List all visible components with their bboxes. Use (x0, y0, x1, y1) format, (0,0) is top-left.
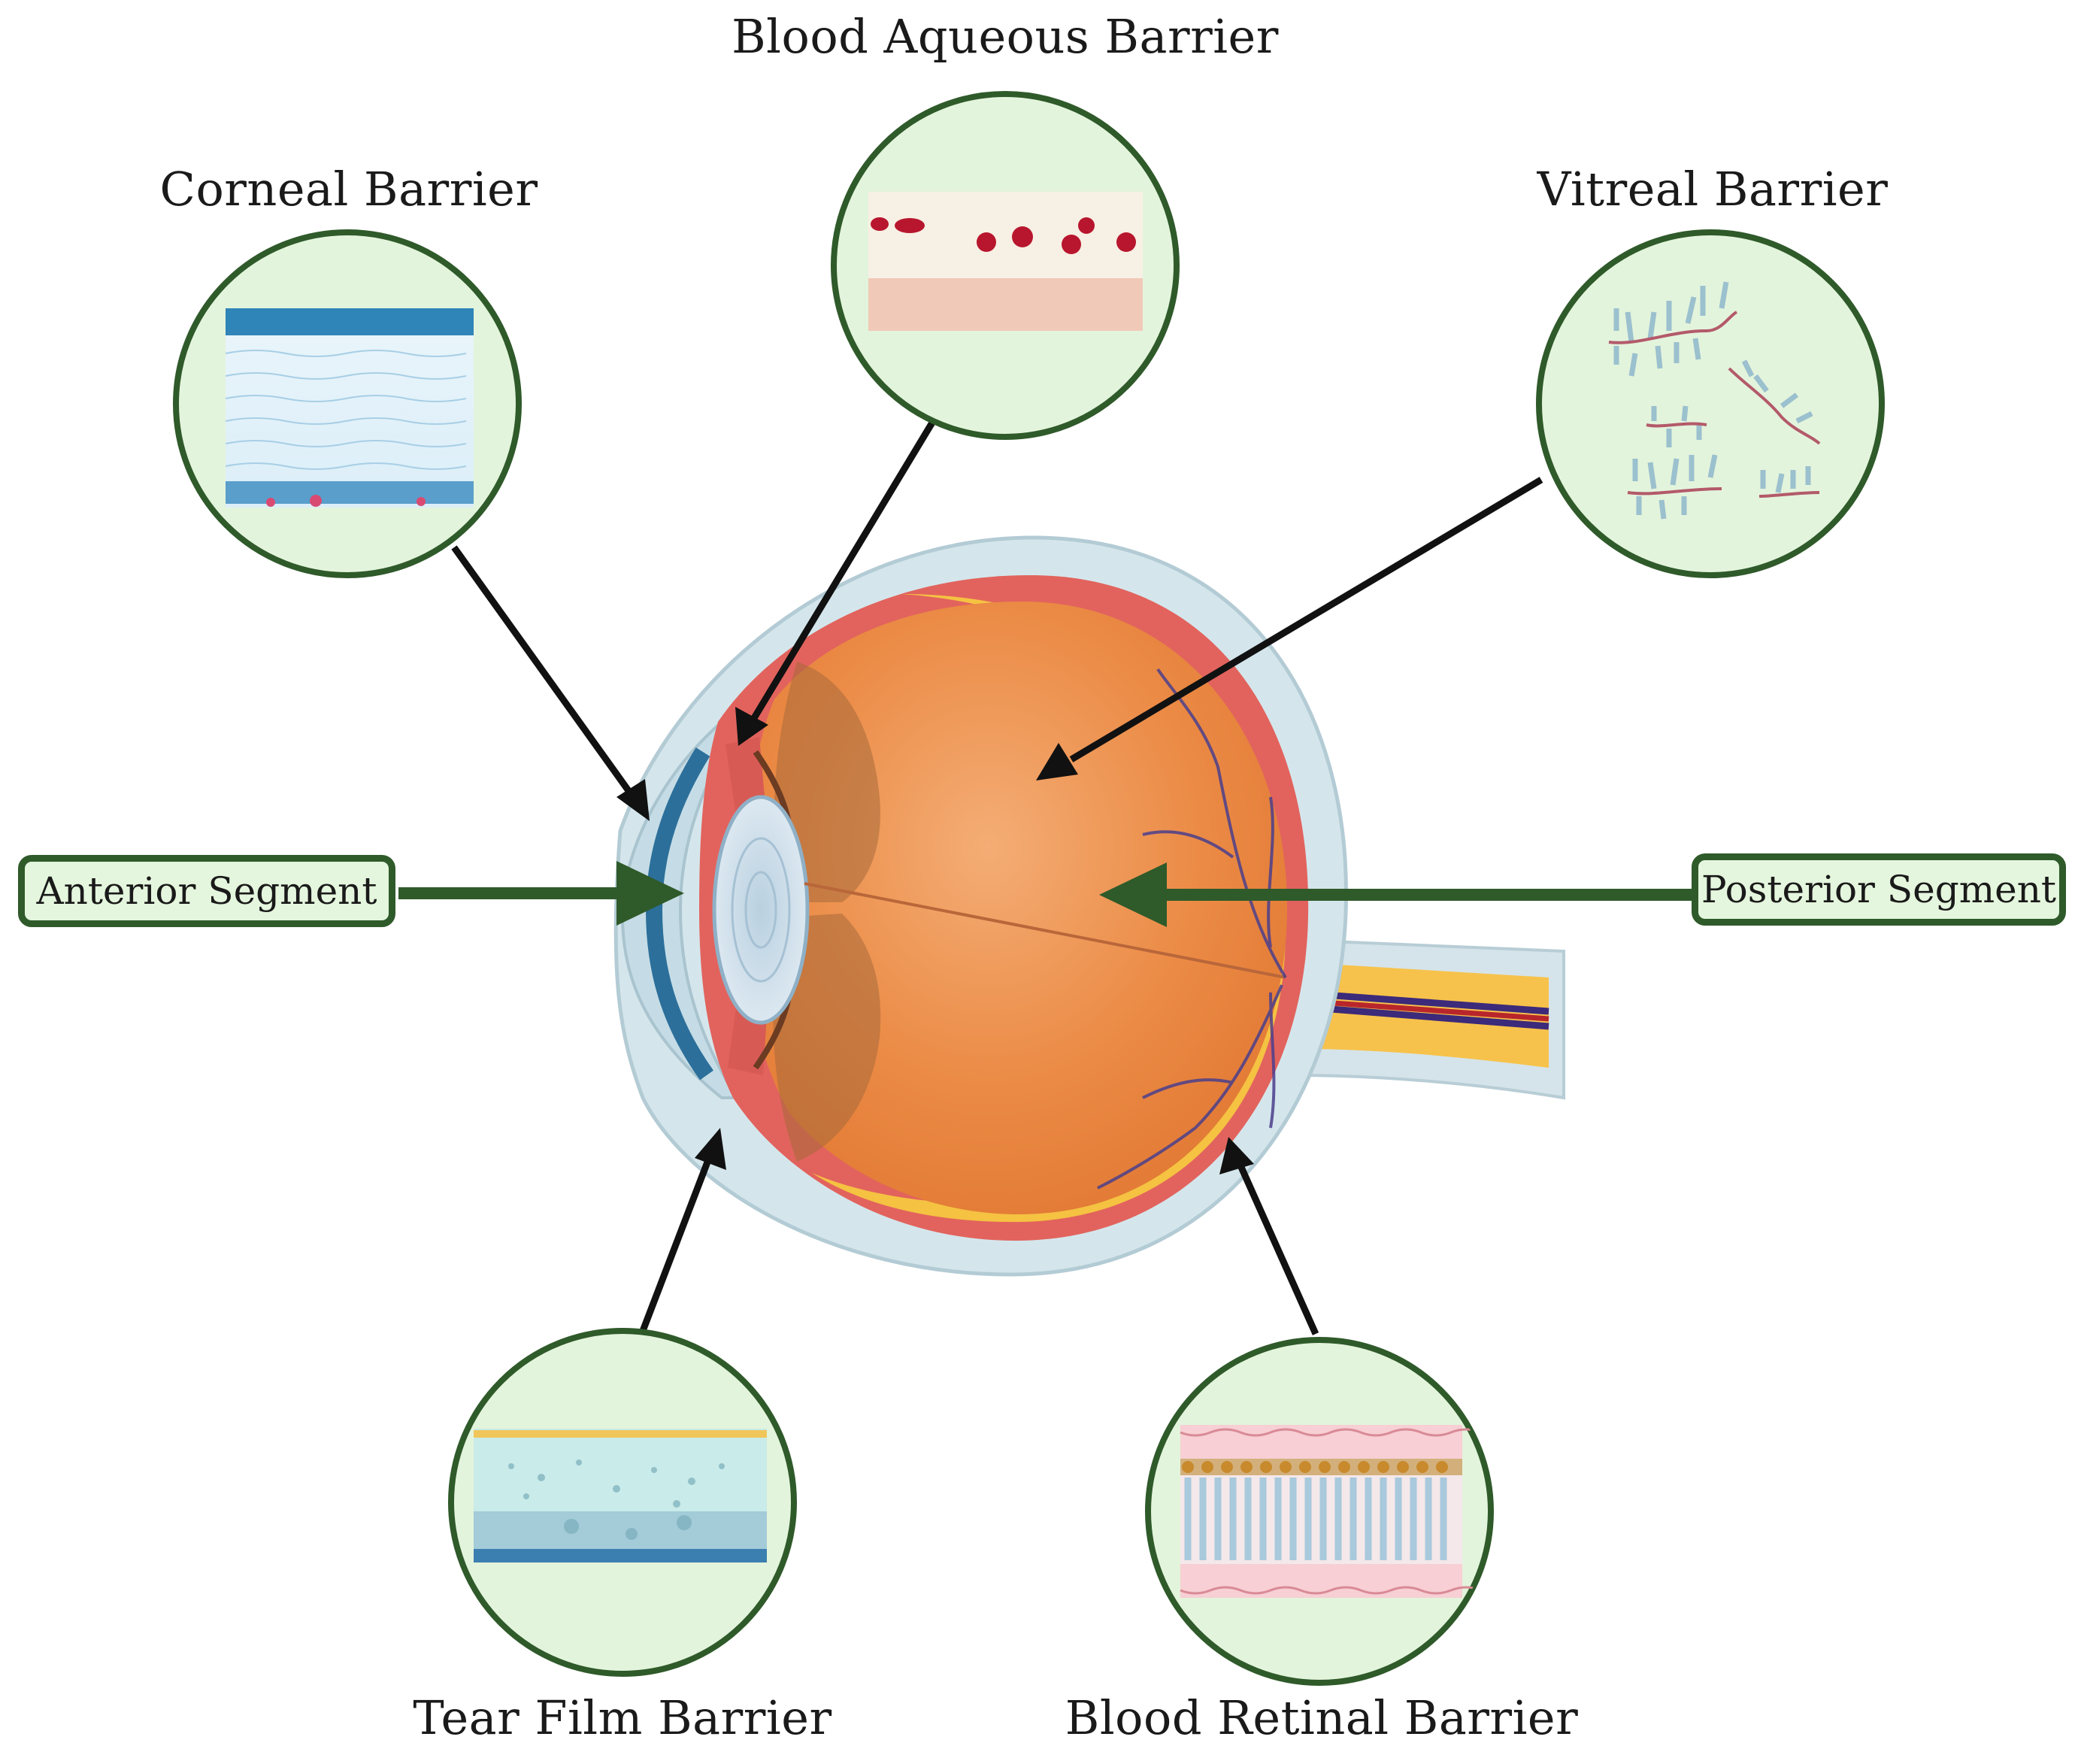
vitreal-barrier-label: Vitreal Barrier (1537, 162, 1889, 217)
blood-retinal-arrow (1237, 1164, 1319, 1335)
blood-retinal-barrier-circle (1145, 1337, 1494, 1686)
posterior-segment-label: Posterior Segment (1701, 868, 2056, 911)
anterior-arrow-head (616, 861, 684, 926)
tear-film-barrier-label: Tear Film Barrier (413, 1690, 832, 1745)
tear-film-arrow (639, 1153, 714, 1332)
blood-aqueous-barrier-label: Blood Aqueous Barrier (732, 9, 1279, 64)
corneal-barrier-label: Corneal Barrier (159, 162, 538, 217)
tear-film-barrier-circle (448, 1328, 797, 1677)
corneal-arrow (451, 545, 636, 799)
anterior-segment-label: Anterior Segment (36, 869, 377, 913)
barrier-arrows (451, 420, 1543, 1335)
posterior-segment-box: Posterior Segment (1692, 853, 2066, 926)
cornea (620, 720, 744, 1099)
anterior-chamber (645, 747, 713, 1081)
lens (712, 795, 810, 1025)
anterior-segment-box: Anterior Segment (18, 855, 395, 927)
eyeball-illustration (613, 535, 1565, 1277)
blood-aqueous-arrow (749, 420, 935, 724)
vitreal-arrow (1069, 477, 1543, 762)
posterior-arrow-head (1099, 862, 1167, 927)
vitreous-body (744, 602, 1288, 1214)
vitreal-barrier-circle (1536, 229, 1885, 578)
blood-aqueous-barrier-circle (831, 91, 1180, 440)
blood-retinal-barrier-label: Blood Retinal Barrier (1065, 1690, 1579, 1745)
segment-arrows (398, 861, 1699, 927)
corneal-barrier-circle (173, 229, 522, 578)
